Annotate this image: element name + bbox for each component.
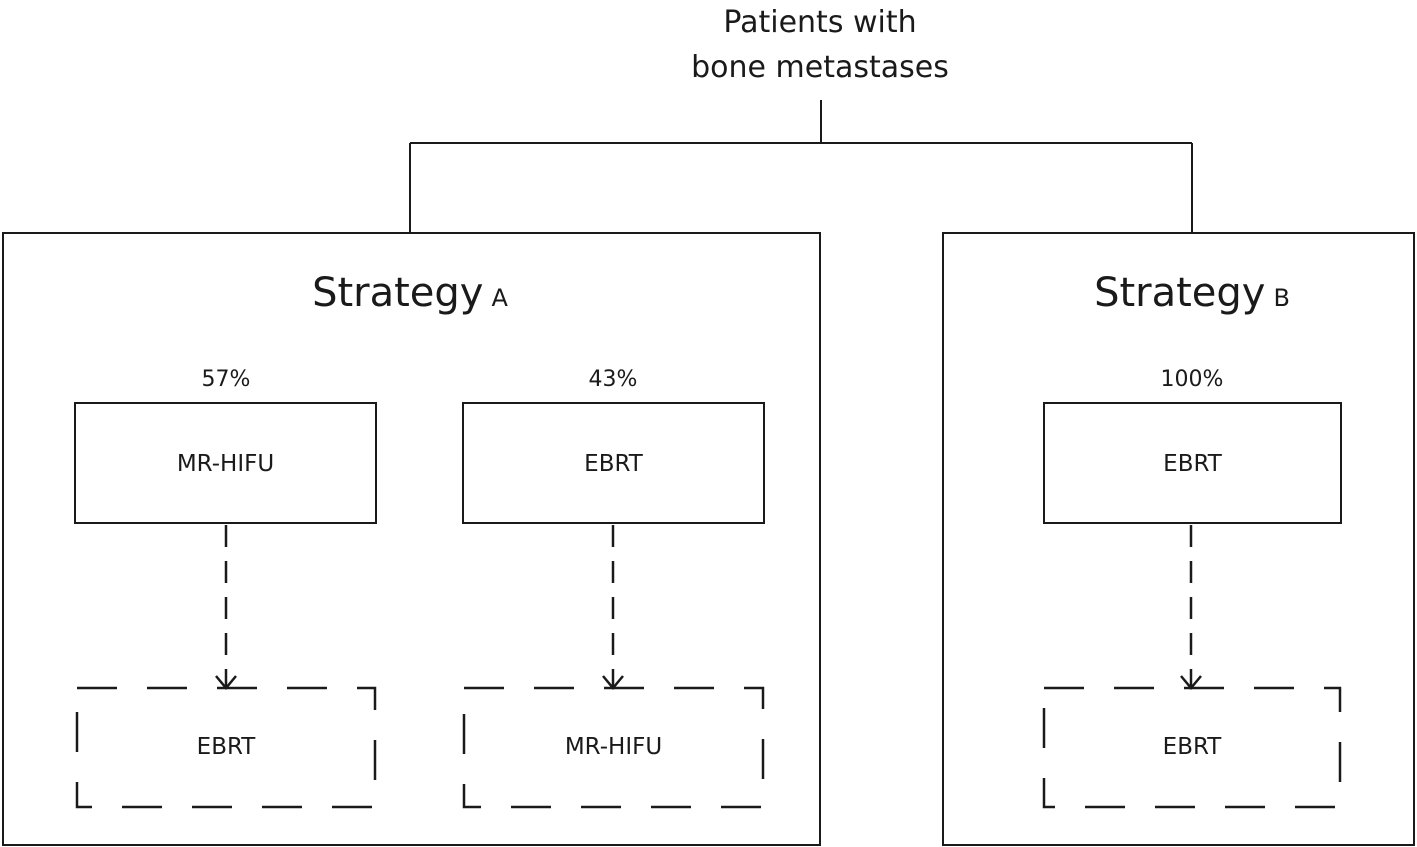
strategy-b-percent-1: 100% xyxy=(1160,367,1224,392)
strategy-a-percent-2: 43% xyxy=(588,367,638,392)
strategy-b-container xyxy=(942,232,1415,846)
strategy-a-primary-label-2: EBRT xyxy=(584,451,643,477)
root-connector xyxy=(409,100,1193,233)
strategy-a-title-word: Strategy xyxy=(312,270,484,316)
strategy-a-percent-1: 57% xyxy=(201,367,251,392)
strategy-a-primary-box-1 xyxy=(74,402,377,524)
strategy-b-primary-label-1: EBRT xyxy=(1163,451,1222,477)
strategy-a-primary-box-2 xyxy=(462,402,765,524)
strategy-a-secondary-box-1 xyxy=(75,686,377,809)
strategy-a-arrow-2 xyxy=(602,525,624,690)
strategy-b-secondary-label-1: EBRT xyxy=(1162,734,1222,760)
strategy-a-secondary-label-1: EBRT xyxy=(196,734,256,760)
strategy-a-primary-label-1: MR-HIFU xyxy=(176,451,275,477)
strategy-b-title-word: Strategy xyxy=(1094,270,1266,316)
strategy-a-secondary-label-2: MR-HIFU xyxy=(564,734,663,760)
strategy-b-arrow-1 xyxy=(1180,525,1202,690)
root-node-label: Patients with bone metastases xyxy=(620,0,1020,90)
strategy-b-secondary-box-1 xyxy=(1042,686,1342,809)
strategy-b-primary-box-1 xyxy=(1043,402,1342,524)
strategy-a-letter: A xyxy=(491,284,508,312)
strategy-a-container xyxy=(2,232,821,846)
strategy-a-secondary-box-2 xyxy=(462,686,765,809)
strategy-a-arrow-1 xyxy=(215,525,237,690)
strategy-b-letter: B xyxy=(1273,284,1290,312)
root-label-line-1: Patients with xyxy=(723,5,917,40)
root-label-line-2: bone metastases xyxy=(691,50,949,85)
